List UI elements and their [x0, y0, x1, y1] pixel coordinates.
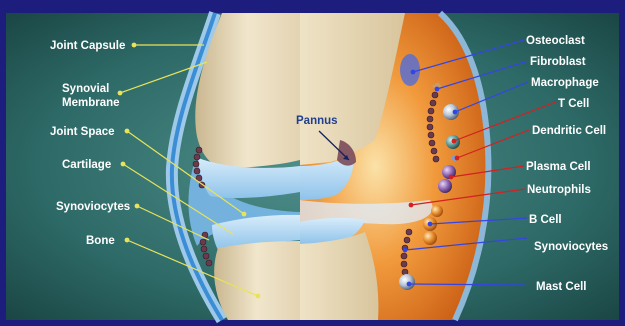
- mast-cell-cell: [399, 274, 415, 290]
- label-joint-capsule: Joint Capsule: [50, 40, 125, 52]
- label-t-cell: T Cell: [558, 98, 589, 110]
- label-macrophage: Macrophage: [531, 77, 599, 89]
- neutrophil-cell-a: [431, 205, 443, 217]
- label-neutrophils: Neutrophils: [527, 184, 591, 196]
- label-pannus: Pannus: [296, 115, 338, 127]
- label-synovial-membrane-line2: Membrane: [62, 97, 120, 109]
- label-synovial-membrane-line1: Synovial: [62, 83, 109, 95]
- label-synoviocytes-left: Synoviocytes: [56, 201, 130, 213]
- label-bone: Bone: [86, 235, 115, 247]
- label-dendritic-cell: Dendritic Cell: [532, 125, 606, 137]
- neutrophil-cell-b: [423, 231, 437, 245]
- label-joint-space: Joint Space: [50, 126, 115, 138]
- label-b-cell: B Cell: [529, 214, 562, 226]
- label-osteoclast: Osteoclast: [526, 35, 585, 47]
- lower-bone-left: [214, 241, 300, 320]
- label-plasma-cell: Plasma Cell: [526, 161, 591, 173]
- lower-bone-right: [300, 232, 378, 320]
- label-mast-cell: Mast Cell: [536, 281, 587, 293]
- label-fibroblast: Fibroblast: [530, 56, 586, 68]
- osteoclast-cell: [400, 54, 420, 86]
- plasma-cell-b: [438, 179, 452, 193]
- label-cartilage: Cartilage: [62, 159, 111, 171]
- label-synoviocytes-right: Synoviocytes: [534, 241, 608, 253]
- arthritic-joint: [300, 13, 488, 320]
